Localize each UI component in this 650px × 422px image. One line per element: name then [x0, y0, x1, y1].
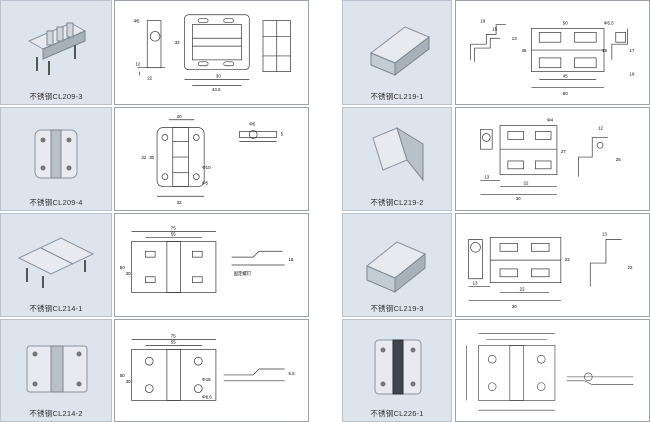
dim-label: 45: [563, 74, 568, 79]
hinge-photo: [343, 108, 451, 194]
dim-label: 50: [120, 373, 125, 378]
drawing-cl209-3: Φ5 32 22 30 43.5 12: [114, 0, 309, 105]
hinge-photo: [1, 1, 111, 88]
dim-label: Φ5: [249, 122, 256, 127]
product-caption: 不锈钢CL214-1: [29, 304, 83, 313]
dim-label: 30: [512, 304, 517, 309]
dim-label: Φ15: [202, 377, 211, 382]
dim-label: Φ5.5: [604, 21, 614, 26]
product-caption: 不锈钢CL219-2: [370, 198, 424, 207]
product-photo-cl214-2: 不锈钢CL214-2: [0, 319, 112, 422]
drawing-cl219-1: 18 15 13 50 Φ5.5 35 19 45 60 17 18: [455, 0, 650, 105]
dim-label: 17: [630, 48, 635, 53]
dim-label: 22: [628, 265, 633, 270]
dim-label: 30: [126, 271, 131, 276]
product-caption: 不锈钢CL226-1: [370, 409, 424, 418]
dim-label: 30: [126, 379, 131, 384]
dim-label: 30: [516, 196, 521, 201]
hinge-photo: [343, 320, 451, 405]
hinge-photo: [343, 214, 451, 300]
product-caption: 不锈钢CL214-2: [29, 409, 83, 418]
dim-label: 12: [598, 126, 603, 131]
product-photo-cl209-4: 不锈钢CL209-4: [0, 107, 112, 211]
product-photo-cl209-3: 不锈钢CL209-3: [0, 0, 112, 105]
dim-label: 13: [602, 232, 607, 237]
dim-label: 18: [630, 72, 635, 77]
product-photo-cl226-1: 不锈钢CL226-1: [342, 319, 452, 422]
dim-label: 18: [480, 19, 485, 24]
dim-label: 55: [171, 340, 176, 345]
dim-label: Φ5: [202, 181, 209, 186]
dim-label: 30: [149, 155, 154, 160]
dim-label: 22: [147, 75, 152, 80]
dim-label: Φ4: [547, 118, 554, 123]
dim-label: 13: [512, 36, 517, 41]
product-photo-cl214-1: 不锈钢CL214-1: [0, 213, 112, 317]
dim-label: 43.5: [212, 87, 221, 92]
product-caption: 不锈钢CL209-3: [29, 92, 83, 101]
dim-label: 55: [171, 232, 176, 237]
drawing-cl209-4: 20 Φ5 5 42 30 Φ10 Φ5 32: [114, 107, 309, 211]
dim-label: 22: [524, 181, 529, 186]
dim-label: 20: [177, 114, 182, 119]
product-caption: 不锈钢CL219-1: [370, 92, 424, 101]
dim-label: 25: [616, 157, 621, 162]
dim-label: 15: [492, 26, 497, 31]
hinge-photo: [1, 320, 111, 405]
product-photo-cl219-1: 不锈钢CL219-1: [342, 0, 452, 105]
hinge-photo: [343, 1, 451, 88]
product-caption: 不锈钢CL219-3: [370, 304, 424, 313]
dim-label: 32: [175, 40, 180, 45]
dim-label: 固定螺钉: [234, 270, 252, 277]
dim-label: Φ10: [202, 165, 211, 170]
dim-label: 5.5: [288, 371, 295, 376]
product-photo-cl219-2: 不锈钢CL219-2: [342, 107, 452, 211]
dim-label: 75: [171, 226, 176, 231]
dim-label: Φ5: [134, 19, 141, 24]
dim-label: 13: [484, 175, 489, 180]
dim-label: 18: [288, 257, 293, 262]
dim-label: 60: [563, 91, 568, 96]
dim-label: 35: [522, 48, 527, 53]
dim-label: 50: [563, 21, 568, 26]
dim-label: 30: [216, 74, 221, 79]
dim-label: 50: [120, 265, 125, 270]
drawing-cl219-3: 13 22 22 13 22 30: [455, 213, 650, 317]
drawing-cl214-1: 75 55 50 30 固定螺钉 18: [114, 213, 309, 317]
dim-label: 32: [177, 200, 182, 205]
dim-label: 5: [281, 131, 284, 136]
dim-label: 27: [561, 149, 566, 154]
dim-label: 22: [565, 257, 570, 262]
dim-label: 13: [473, 281, 478, 286]
dim-label: 19: [602, 48, 607, 53]
dim-label: 12: [135, 62, 140, 67]
drawing-cl219-2: Φ4 12 27 25 13 22 30: [455, 107, 650, 211]
drawing-cl214-2: 75 55 50 30 Φ15 Φ6.6 5.5: [114, 319, 309, 422]
hinge-photo: [1, 214, 111, 300]
dim-label: 22: [520, 287, 525, 292]
product-caption: 不锈钢CL209-4: [29, 198, 83, 207]
dim-label: Φ6.6: [202, 394, 212, 399]
hinge-photo: [1, 108, 111, 194]
dim-label: 75: [171, 334, 176, 339]
product-photo-cl219-3: 不锈钢CL219-3: [342, 213, 452, 317]
dim-label: 42: [141, 155, 146, 160]
drawing-cl226-1: [455, 319, 650, 422]
